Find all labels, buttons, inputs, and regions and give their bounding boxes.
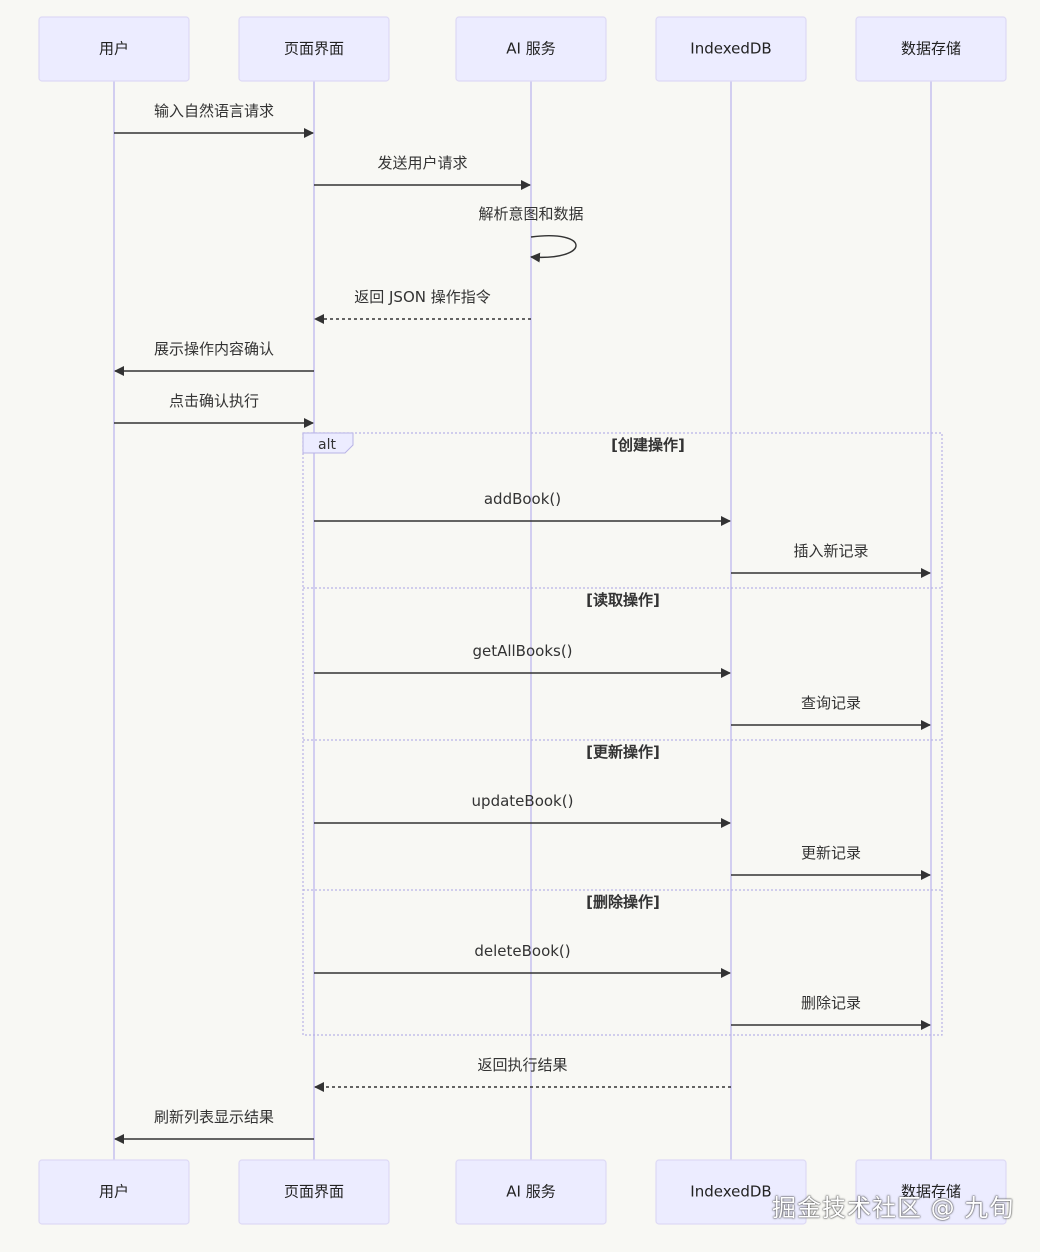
message-label: 解析意图和数据 [478, 205, 583, 223]
message-label: 返回 JSON 操作指令 [354, 288, 491, 306]
actor-label: 页面界面 [284, 1183, 344, 1201]
actor-store-top: 数据存储 [855, 16, 1007, 82]
actor-ui-bottom: 页面界面 [238, 1159, 390, 1225]
alt-label: alt [318, 437, 336, 453]
message-label: 返回执行结果 [477, 1056, 567, 1074]
alt-condition: [创建操作] [611, 436, 685, 454]
alt-condition: [读取操作] [586, 591, 660, 609]
actor-box [655, 16, 807, 82]
message-label: getAllBooks() [472, 642, 572, 660]
actor-box [238, 16, 390, 82]
alt-frame [302, 432, 943, 1036]
message-arrow [530, 235, 577, 263]
actor-ai-bottom: AI 服务 [455, 1159, 607, 1225]
watermark: 掘金技术社区 @ 九旬 [772, 1194, 1015, 1222]
actor-idb-bottom: IndexedDB [655, 1159, 807, 1225]
actor-ui-top: 页面界面 [238, 16, 390, 82]
actor-user-bottom: 用户 [38, 1159, 190, 1225]
message-label: 点击确认执行 [169, 392, 259, 410]
actor-label: AI 服务 [506, 1183, 555, 1201]
actor-label: IndexedDB [690, 40, 771, 58]
actor-box [455, 1159, 607, 1225]
message-label: 更新记录 [801, 844, 861, 862]
actor-box [655, 1159, 807, 1225]
actor-box [855, 16, 1007, 82]
actor-label: 用户 [99, 1183, 129, 1201]
actor-label: 用户 [99, 40, 129, 58]
actor-label: AI 服务 [506, 40, 555, 58]
message-label: updateBook() [472, 792, 574, 810]
message-label: addBook() [484, 490, 561, 508]
actor-idb-top: IndexedDB [655, 16, 807, 82]
message-label: 查询记录 [801, 694, 861, 712]
message-label: 输入自然语言请求 [154, 102, 274, 120]
actor-box [38, 1159, 190, 1225]
actor-label: 数据存储 [901, 1183, 961, 1201]
actor-label: IndexedDB [690, 1183, 771, 1201]
actor-box [238, 1159, 390, 1225]
actor-box [455, 16, 607, 82]
message-label: 刷新列表显示结果 [154, 1108, 274, 1126]
alt-condition: [更新操作] [586, 743, 660, 761]
actor-box [855, 1159, 1007, 1225]
alt-condition: [删除操作] [586, 893, 660, 911]
actor-user-top: 用户 [38, 16, 190, 82]
actor-box [38, 16, 190, 82]
actor-store-bottom: 数据存储 [855, 1159, 1007, 1225]
alt-tab [302, 432, 354, 454]
message-label: 发送用户请求 [377, 154, 467, 172]
actor-label: 数据存储 [901, 40, 961, 58]
actor-label: 页面界面 [284, 40, 344, 58]
actor-ai-top: AI 服务 [455, 16, 607, 82]
message-label: 插入新记录 [793, 542, 868, 560]
message-label: 展示操作内容确认 [154, 340, 274, 358]
message-label: deleteBook() [474, 942, 570, 960]
message-label: 删除记录 [801, 994, 861, 1012]
